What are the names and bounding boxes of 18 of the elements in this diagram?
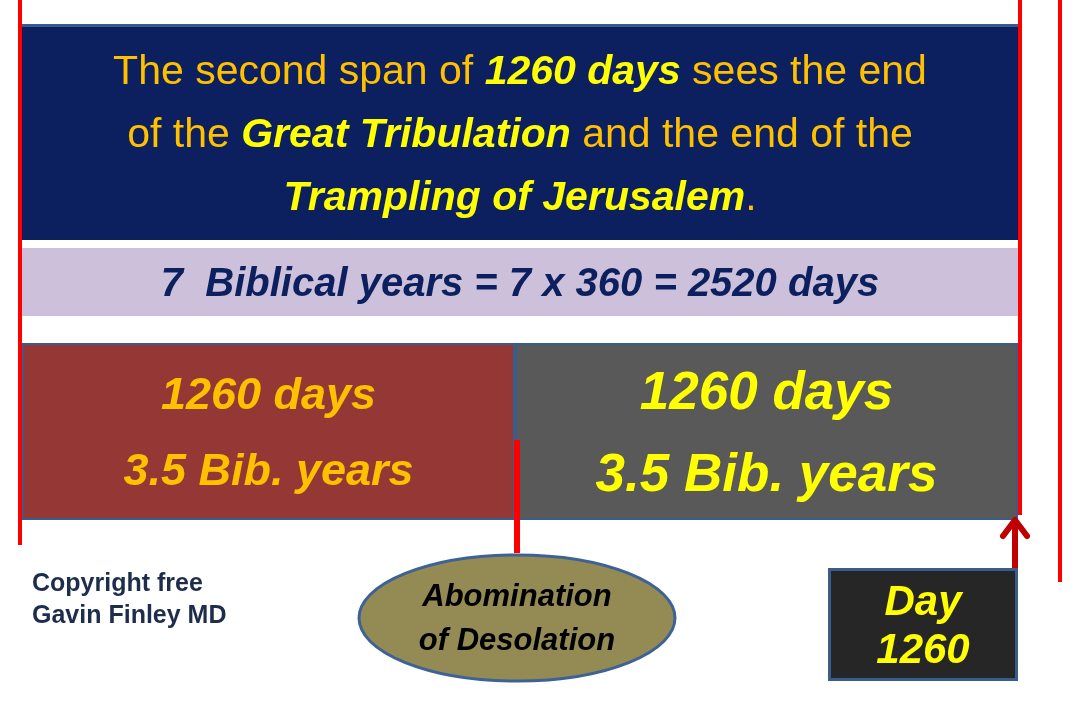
duration-text: 3.5 Bib. years [595,441,938,504]
duration-text: 1260 days [639,359,894,422]
formula-bar [22,248,1018,316]
arrow [1000,517,1030,568]
period-box [515,343,1018,520]
formula-text: 7 Biblical years = 7 x 360 = 2520 days [160,259,880,306]
period-box [22,343,515,520]
event-ellipse [357,553,677,683]
statement-text: The second span of 1260 days sees the end of the Great Tribulation and the end of the Trampling of Jerusalem. [112,46,928,221]
duration-text: 1260 days [160,366,377,421]
credit-text: Gavin Finley MD [32,599,227,630]
day-box [828,568,1018,681]
event-label: Abomination of Desolation [417,577,617,659]
credit-text: Copyright free [32,567,203,598]
statement-panel [22,24,1018,240]
duration-text: 3.5 Bib. years [123,442,414,497]
connector-line [514,440,520,553]
day-label: Day 1260 [875,576,971,673]
